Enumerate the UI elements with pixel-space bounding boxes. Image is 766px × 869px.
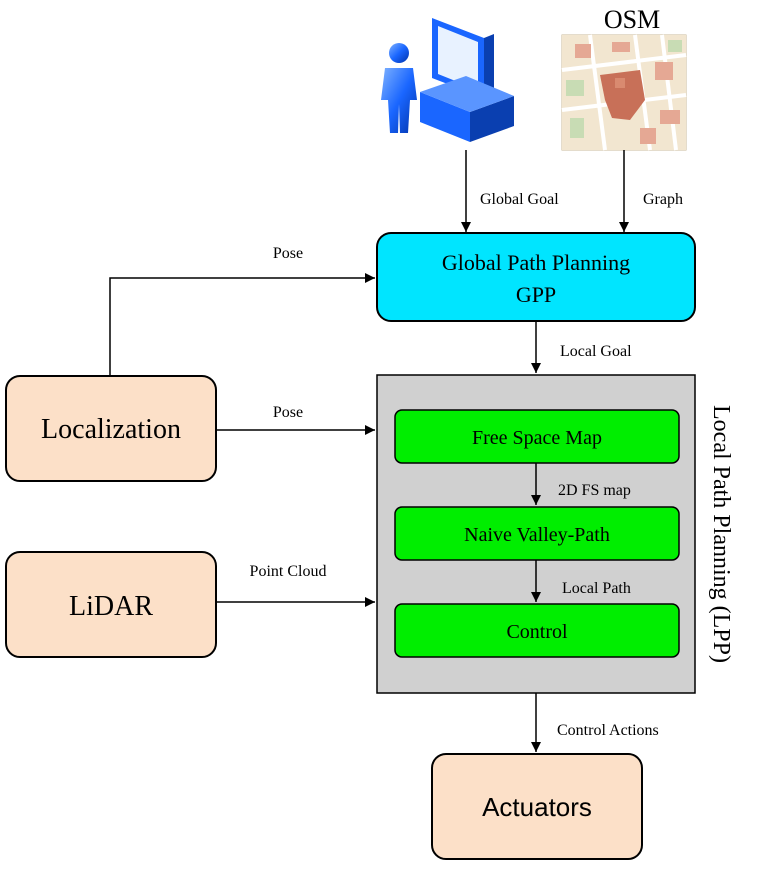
naive-valley-path-label: Naive Valley-Path (464, 524, 610, 546)
gpp-title: Global Path Planning (442, 250, 630, 275)
pose-mid-label: Pose (273, 404, 303, 421)
graph-label: Graph (643, 191, 683, 208)
actuators-box: Actuators (431, 753, 643, 860)
control-label: Control (506, 621, 568, 643)
gpp-box: Global Path Planning GPP (376, 232, 696, 322)
localization-box: Localization (5, 375, 217, 482)
local-path-label: Local Path (562, 580, 631, 597)
lpp-title: Local Path Planning (LPP) (708, 405, 734, 663)
gpp-abbrev: GPP (516, 282, 556, 307)
actuators-label: Actuators (482, 792, 592, 822)
pose-top-label: Pose (273, 245, 303, 262)
local-goal-label: Local Goal (560, 343, 632, 360)
point-cloud-label: Point Cloud (250, 563, 327, 580)
naive-valley-path-box: Naive Valley-Path (394, 506, 680, 561)
osm-map-icon (561, 34, 687, 151)
pose-to-gpp-arrow (109, 273, 375, 376)
user-computer-icon (381, 18, 514, 306)
lidar-label: LiDAR (69, 591, 153, 622)
free-space-map-box: Free Space Map (394, 409, 680, 464)
control-actions-label: Control Actions (557, 722, 659, 739)
localization-label: Localization (41, 414, 181, 445)
control-box: Control (394, 603, 680, 658)
free-space-map-label: Free Space Map (472, 427, 602, 449)
fs-map-label: 2D FS map (558, 482, 631, 499)
osm-title: OSM (604, 5, 660, 34)
lidar-box: LiDAR (5, 551, 217, 658)
global-goal-label: Global Goal (480, 191, 559, 208)
